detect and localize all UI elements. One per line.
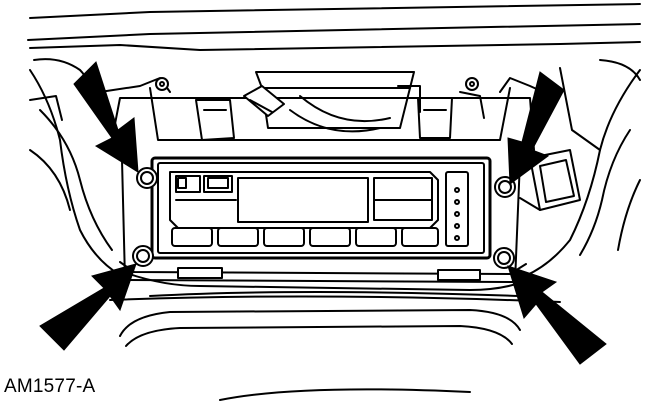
dash-top-trim <box>27 3 641 101</box>
wiring-harness <box>195 71 485 141</box>
mounting-screw-lower-right <box>493 247 515 269</box>
mounting-screw-upper-left <box>136 167 158 189</box>
lower-trim <box>109 261 561 401</box>
arrow-lower-left <box>39 263 137 351</box>
climate-control-head <box>150 156 492 260</box>
arrow-upper-left <box>73 61 139 173</box>
arrow-lower-right <box>507 265 607 365</box>
figure-caption: AM1577-A <box>4 376 96 397</box>
side-connector <box>519 149 581 211</box>
arrow-upper-right <box>507 71 565 185</box>
mounting-screw-lower-left <box>132 245 154 267</box>
dash-side-panels <box>29 67 641 277</box>
